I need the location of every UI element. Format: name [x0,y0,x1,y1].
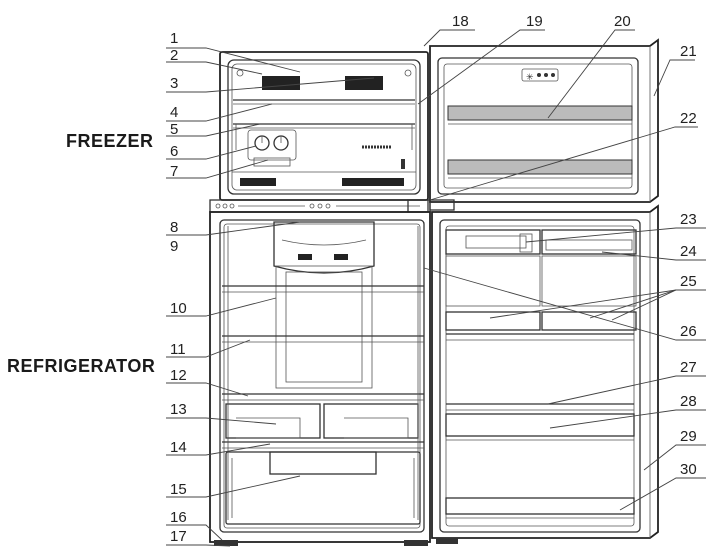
callout-5: 5 [170,121,178,138]
callout-1: 1 [170,30,178,47]
svg-text:✳: ✳ [526,73,534,83]
callout-21: 21 [680,43,697,60]
callout-2: 2 [170,47,178,64]
hinge-strip [209,199,455,213]
callout-14: 14 [170,439,187,456]
callout-12: 12 [170,367,187,384]
freezer-door: ✳ [429,38,659,203]
callout-11: 11 [170,341,186,358]
callout-25: 25 [680,273,697,290]
callout-24: 24 [680,243,697,260]
callout-9: 9 [170,238,178,255]
callout-15: 15 [170,481,187,498]
refrigerator-label: REFRIGERATOR [7,356,156,376]
callout-8: 8 [170,219,178,236]
callout-26: 26 [680,323,697,340]
callout-22: 22 [680,110,697,127]
freezer-label: FREEZER [66,131,154,151]
callout-20: 20 [614,13,631,30]
callout-18: 18 [452,13,469,30]
callout-4: 4 [170,104,178,121]
callout-27: 27 [680,359,697,376]
refrigerator-compartment [209,211,431,546]
refrigerator-door [431,204,659,544]
callout-19: 19 [526,13,543,30]
callout-23: 23 [680,211,697,228]
callout-16: 16 [170,509,187,526]
callout-7: 7 [170,163,178,180]
callout-17: 17 [170,528,187,545]
callout-29: 29 [680,428,697,445]
callout-numbers: 1 2 3 4 5 6 7 8 9 10 11 12 13 14 15 16 1… [170,13,697,545]
leader-lines [166,29,706,547]
callout-10: 10 [170,300,187,317]
callout-13: 13 [170,401,187,418]
callout-3: 3 [170,75,178,92]
callout-6: 6 [170,143,178,160]
callout-30: 30 [680,461,697,478]
callout-28: 28 [680,393,697,410]
